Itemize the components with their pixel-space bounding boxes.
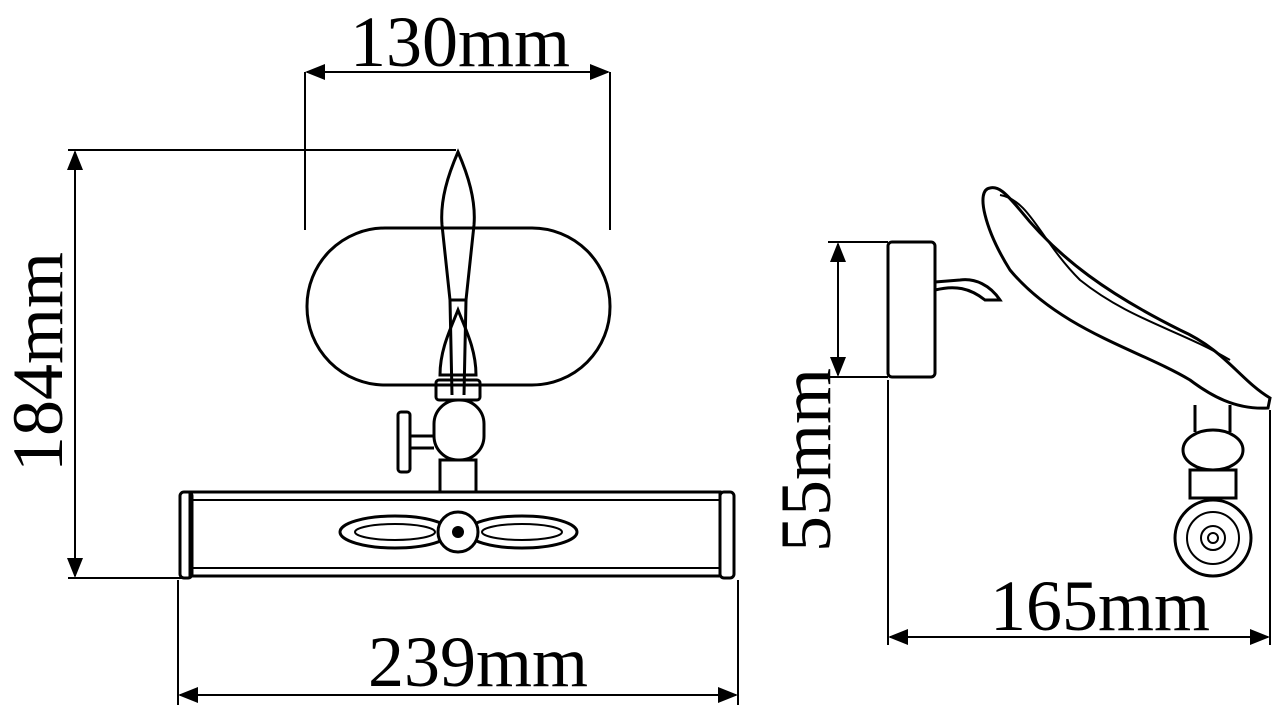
label-plate-height: 55mm xyxy=(766,368,846,552)
bar-end-left xyxy=(178,490,194,580)
bar-end-right xyxy=(718,490,736,580)
dimension-plate-width: 130mm xyxy=(304,2,611,230)
neck xyxy=(438,458,478,494)
joint-collar xyxy=(434,378,482,402)
adjust-knob xyxy=(396,410,412,474)
side-view: 55mm 165mm xyxy=(766,186,1272,646)
dimension-plate-height: 55mm xyxy=(766,241,888,552)
label-plate-width: 130mm xyxy=(350,2,570,82)
side-clamp xyxy=(1193,405,1232,432)
bar-end-circle xyxy=(1173,498,1253,578)
label-total-width: 239mm xyxy=(368,622,588,702)
dimension-depth: 165mm xyxy=(887,380,1271,646)
front-view: 130mm 184mm 239mm xyxy=(0,2,739,705)
side-arm xyxy=(934,278,1003,302)
joint-knuckle xyxy=(432,398,486,462)
upper-finial xyxy=(440,148,476,302)
side-ring xyxy=(1181,428,1245,472)
shade xyxy=(981,186,1272,410)
side-wall-plate xyxy=(886,240,937,379)
label-total-height: 184mm xyxy=(0,252,78,472)
wall-plate xyxy=(305,226,612,387)
knob-stem xyxy=(410,434,434,450)
lower-finial xyxy=(438,305,478,377)
dimension-total-height: 184mm xyxy=(0,149,456,579)
ornament xyxy=(338,510,579,554)
label-depth: 165mm xyxy=(990,566,1210,646)
dimension-total-width: 239mm xyxy=(177,580,739,705)
